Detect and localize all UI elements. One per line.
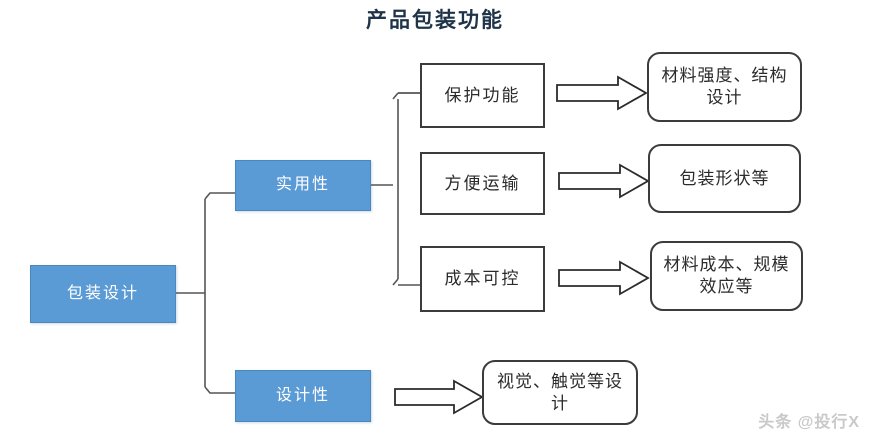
node-root[interactable]: 包装设计 (30, 265, 176, 323)
node-function-cost[interactable]: 成本可控 (420, 246, 545, 312)
node-detail-material-strength[interactable]: 材料强度、结构设计 (647, 52, 802, 122)
arrow-cost-to-scale (558, 260, 650, 296)
node-detail-material-cost[interactable]: 材料成本、规模效应等 (650, 241, 803, 311)
node-function-protection[interactable]: 保护功能 (420, 63, 545, 128)
arrow-design-to-visual (394, 379, 484, 415)
arrow-protection-to-material (556, 75, 648, 111)
node-function-transport[interactable]: 方便运输 (420, 152, 545, 215)
page-title: 产品包装功能 (366, 8, 504, 32)
connector-root-bracket (176, 185, 246, 395)
arrow-transport-to-shape (558, 163, 650, 199)
watermark-text: 头条 @投行X (758, 414, 860, 431)
node-detail-package-shape[interactable]: 包装形状等 (648, 144, 801, 213)
node-branch-design[interactable]: 设计性 (235, 370, 371, 422)
node-detail-visual-tactile[interactable]: 视觉、触觉等设计 (482, 360, 638, 425)
node-branch-practicality[interactable]: 实用性 (235, 160, 371, 211)
